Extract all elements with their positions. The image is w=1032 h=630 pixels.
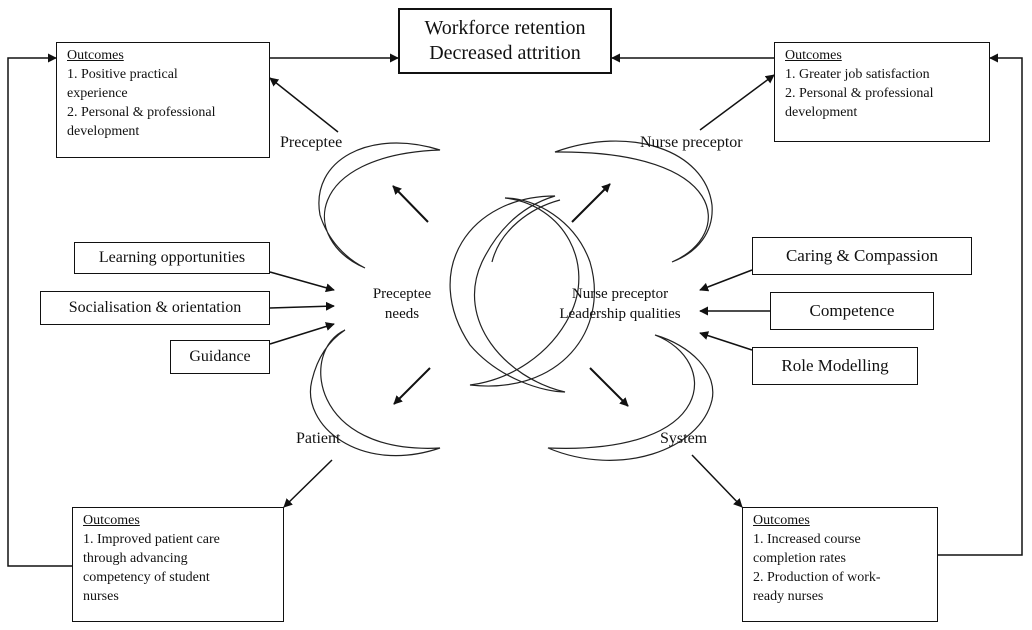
outcome-title: Outcomes [753, 513, 810, 528]
outcome-item: 1. Increased course [753, 532, 861, 547]
outcome-item: through advancing [83, 551, 188, 566]
arrow-guidance [269, 322, 335, 345]
arrow-to-system [589, 367, 629, 407]
crescent-center-top [491, 199, 561, 263]
socialisation-orientation-box: Socialisation & orientation [40, 291, 270, 325]
outcome-title: Outcomes [83, 513, 140, 528]
arrow-role-modelling [699, 331, 753, 351]
preceptor-qualities-line-1: Nurse preceptor [571, 286, 669, 302]
crescent-center-left [449, 195, 566, 393]
outcome-item: completion rates [753, 551, 846, 566]
arrow-learning-opportunities [269, 271, 335, 293]
outcome-title: Outcomes [785, 48, 842, 63]
arrow-patient-outcome [283, 459, 333, 508]
quadrant-label-patient: Patient [296, 430, 341, 447]
outcome-item: 2. Personal & professional [785, 86, 934, 101]
crescent-preceptor [554, 140, 713, 263]
outcome-box-preceptee: Outcomes 1. Positive practical experienc… [56, 42, 270, 158]
outcome-box-system: Outcomes 1. Increased course completion … [742, 507, 938, 622]
top-box-line-2: Decreased attrition [429, 42, 581, 64]
preceptee-needs-line-2: needs [384, 306, 420, 322]
arrow-to-preceptee [392, 185, 429, 223]
quadrant-label-system: System [660, 430, 708, 447]
preceptee-needs-line-1: Preceptee [372, 286, 432, 302]
arrow-socialisation [269, 301, 335, 311]
outcome-item: competency of student [83, 570, 210, 585]
outcome-item: development [67, 124, 140, 139]
outcome-item: experience [67, 86, 128, 101]
top-box-line-1: Workforce retention [424, 17, 586, 39]
competence-box: Competence [770, 292, 934, 330]
caring-compassion-box: Caring & Compassion [752, 237, 972, 275]
outcome-item: 1. Positive practical [67, 67, 178, 82]
arrow-preceptee-outcome [269, 77, 339, 133]
outcome-item: 1. Greater job satisfaction [785, 67, 930, 82]
learning-opportunities-label: Learning opportunities [98, 249, 246, 266]
arrow-system-outcome [691, 454, 743, 508]
arrow-caring-compassion [699, 269, 753, 292]
competence-label: Competence [809, 301, 895, 320]
preceptee-needs-label: Preceptee needs [352, 284, 452, 324]
learning-opportunities-box: Learning opportunities [74, 242, 270, 274]
outcome-box-preceptor: Outcomes 1. Greater job satisfaction 2. … [774, 42, 990, 142]
guidance-box: Guidance [170, 340, 270, 374]
feedback-loop-right [938, 53, 1023, 556]
crescent-patient [309, 329, 441, 457]
guidance-label: Guidance [189, 348, 251, 365]
outcome-item: 1. Improved patient care [83, 532, 220, 547]
outcome-box-patient: Outcomes 1. Improved patient care throug… [72, 507, 284, 622]
workforce-retention-box: Workforce retention Decreased attrition [398, 8, 612, 74]
socialisation-orientation-label: Socialisation & orientation [68, 299, 242, 316]
outcome-title: Outcomes [67, 48, 124, 63]
arrow-to-preceptor [571, 183, 611, 223]
outcome-item: nurses [83, 589, 119, 604]
outcome-item: development [785, 105, 858, 120]
outcome-item: 2. Personal & professional [67, 105, 216, 120]
caring-compassion-label: Caring & Compassion [785, 246, 939, 265]
arrow-preceptor-outcome [699, 74, 775, 131]
preceptor-qualities-line-2: Leadership qualities [559, 306, 681, 322]
crescent-preceptee [318, 142, 441, 269]
crescent-shapes [309, 140, 714, 461]
crescent-center-right [469, 197, 595, 387]
role-modelling-label: Role Modelling [781, 356, 889, 375]
arrow-to-patient [393, 367, 431, 405]
quadrant-label-preceptor: Nurse preceptor [640, 134, 743, 151]
outcome-item: ready nurses [753, 589, 824, 604]
role-modelling-box: Role Modelling [752, 347, 918, 385]
feedback-loop-left [7, 53, 72, 567]
crescent-system [547, 334, 714, 461]
preceptor-qualities-label: Nurse preceptor Leadership qualities [540, 284, 700, 324]
quadrant-label-preceptee: Preceptee [280, 134, 343, 151]
outcome-item: 2. Production of work- [753, 570, 881, 585]
